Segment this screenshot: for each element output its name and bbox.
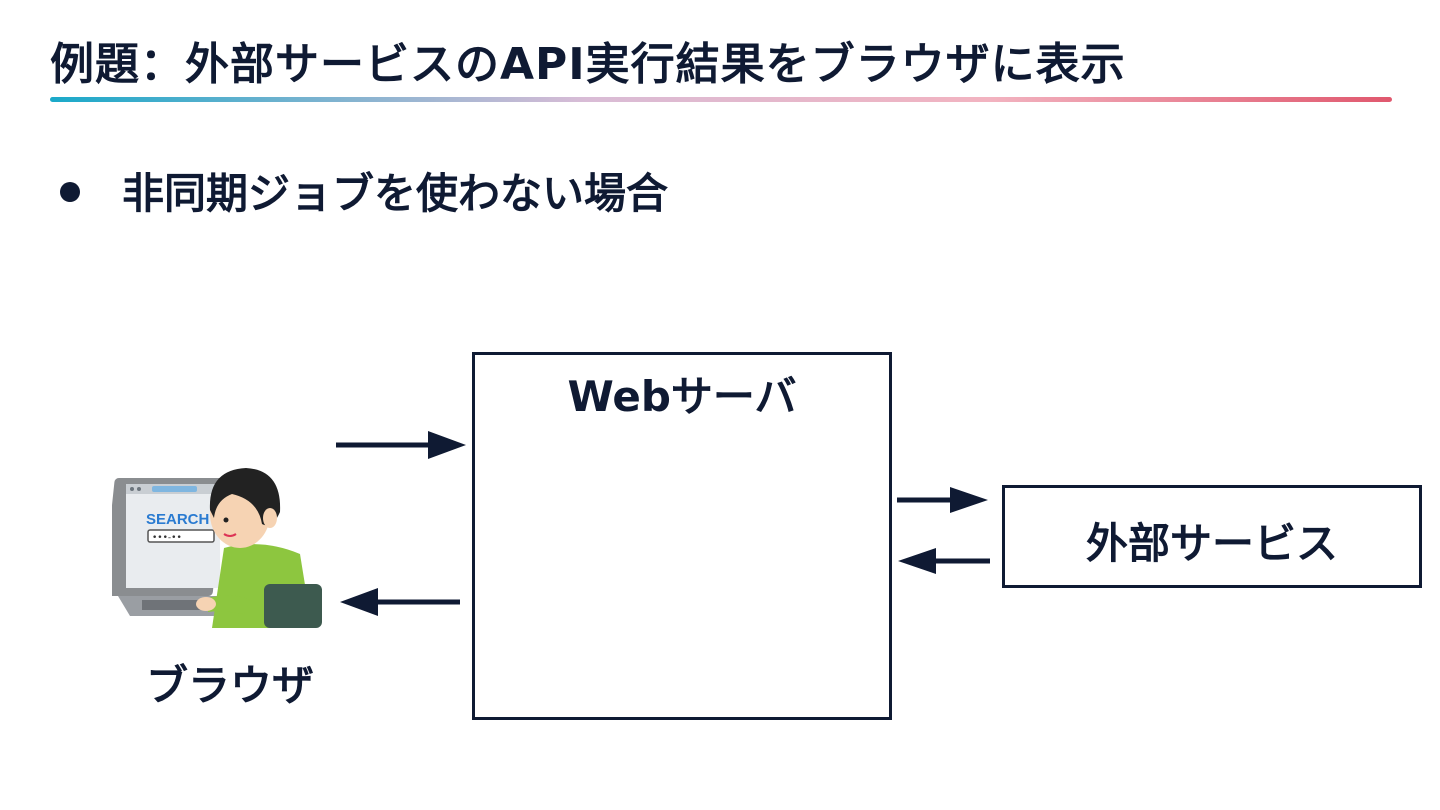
browser-label: ブラウザ xyxy=(145,661,314,710)
web-server-box: Webサーバ xyxy=(472,352,892,720)
bullet-text: 非同期ジョブを使わない場合 xyxy=(122,169,669,218)
title-underline xyxy=(50,97,1392,102)
person-hair xyxy=(209,468,281,526)
search-field xyxy=(147,529,215,543)
slide-title: 例題：外部サービスのAPI実行結果をブラウザに表示 xyxy=(50,39,1126,90)
screen-search-text: SEARCH xyxy=(146,511,209,528)
api-response-arrow xyxy=(898,548,990,574)
person-at-laptop-icon: SEARCH •••-•• xyxy=(112,468,322,628)
svg-text:•••-••: •••-•• xyxy=(152,533,182,543)
url-bar xyxy=(152,486,197,492)
external-service-box: 外部サービス xyxy=(1002,485,1422,588)
request-arrow xyxy=(336,431,466,459)
response-arrow xyxy=(340,588,460,616)
api-request-arrow xyxy=(897,487,988,513)
bullet-dot xyxy=(60,182,80,202)
web-server-label: Webサーバ xyxy=(567,372,797,421)
external-service-label: 外部サービス xyxy=(1085,519,1338,568)
chair-back xyxy=(264,584,322,628)
